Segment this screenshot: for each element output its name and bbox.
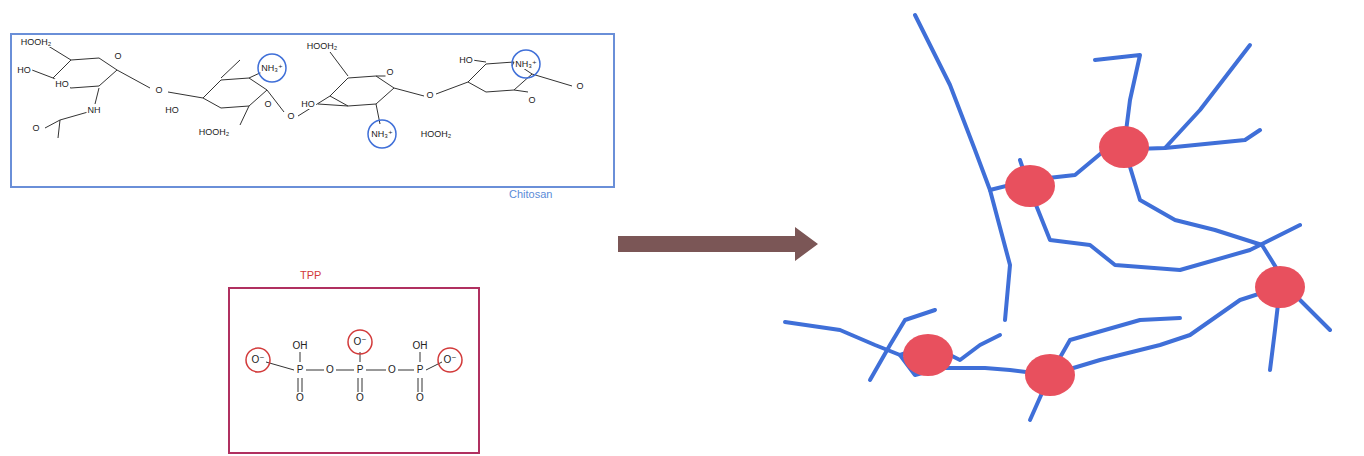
atom-label: HO bbox=[16, 65, 32, 75]
atom-label: O bbox=[31, 123, 40, 133]
atom-label: O bbox=[385, 67, 394, 77]
crosslink-dot bbox=[903, 126, 1305, 396]
box-title: Chitosan bbox=[505, 188, 556, 200]
atom-label: O bbox=[154, 85, 163, 95]
atom-label: O bbox=[325, 365, 335, 375]
atom-label: P bbox=[416, 365, 425, 375]
atom-label: O bbox=[295, 393, 305, 403]
atom-label: O bbox=[263, 99, 272, 109]
charge-circle bbox=[246, 330, 462, 372]
polymer-network bbox=[785, 15, 1330, 420]
atom-label: O bbox=[415, 393, 425, 403]
atom-label: P bbox=[296, 365, 305, 375]
atom-label: OH bbox=[292, 341, 309, 351]
atom-label: O bbox=[355, 393, 365, 403]
charge-circle bbox=[258, 50, 540, 148]
atom-label: O bbox=[113, 51, 122, 61]
tpp-structure bbox=[266, 352, 442, 392]
atom-label: O⁻ bbox=[442, 355, 457, 365]
atom-label: O⁻ bbox=[352, 337, 367, 347]
atom-label: HO bbox=[54, 79, 70, 89]
atom-label: NH₃⁺ bbox=[260, 63, 283, 73]
reaction-arrow bbox=[618, 227, 818, 261]
atom-label: HO bbox=[458, 55, 474, 65]
atom-label: HOOH₂ bbox=[20, 37, 53, 47]
atom-label: NH₃⁺ bbox=[370, 129, 393, 139]
atom-label: HO bbox=[164, 105, 180, 115]
atom-label: O bbox=[286, 111, 295, 121]
atom-label: HOOH₂ bbox=[306, 41, 339, 51]
atom-label: O⁻ bbox=[250, 355, 265, 365]
box-title: TPP bbox=[296, 269, 325, 281]
atom-label: O bbox=[425, 90, 434, 100]
atom-label: O bbox=[387, 365, 397, 375]
atom-label: P bbox=[356, 365, 365, 375]
atom-label: OH bbox=[412, 341, 429, 351]
chitosan-structure bbox=[32, 44, 572, 138]
atom-label: O bbox=[575, 81, 584, 91]
atom-label: HOOH₂ bbox=[198, 127, 231, 137]
tpp-box: TPP bbox=[228, 287, 480, 454]
atom-label: NH bbox=[87, 105, 102, 115]
atom-label: NH₃⁺ bbox=[514, 59, 537, 69]
atom-label: HO bbox=[300, 99, 316, 109]
atom-label: HOOH₂ bbox=[420, 129, 453, 139]
atom-label: O bbox=[527, 95, 536, 105]
